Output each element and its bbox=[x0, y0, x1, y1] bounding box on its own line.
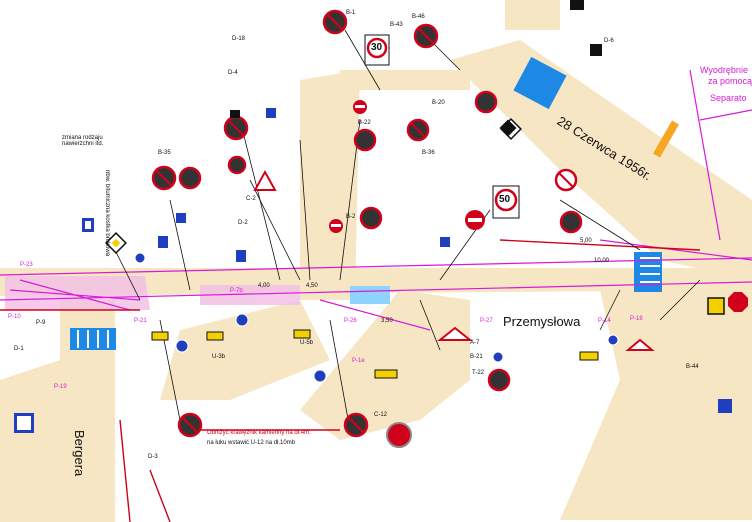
annotation-separation-3: Separato bbox=[710, 93, 747, 103]
sign-code: B-44 bbox=[686, 364, 699, 370]
sign-code: D-6 bbox=[604, 38, 614, 44]
sign-code: P-9 bbox=[36, 320, 46, 326]
annotation-asphalt: nbw. bitumiczna kostka brukowa bbox=[104, 170, 110, 257]
sign-code: P-23 bbox=[20, 262, 33, 268]
sign-code: B-36 bbox=[422, 150, 435, 156]
sign-b36-e bbox=[353, 128, 377, 152]
sign-a7-c bbox=[625, 338, 655, 351]
warning-signs bbox=[253, 169, 655, 351]
sign-d18-d bbox=[718, 399, 732, 413]
direction-signs bbox=[134, 252, 619, 383]
dimension-label: 4,00 bbox=[258, 283, 270, 289]
leader-lines bbox=[109, 29, 701, 431]
sign-d6-b bbox=[158, 236, 168, 248]
red-lines bbox=[0, 239, 701, 522]
sign-code: D-4 bbox=[228, 70, 238, 76]
sign-d18-f bbox=[266, 108, 276, 118]
sign-b36-c bbox=[474, 90, 498, 114]
sign-code: B-43 bbox=[390, 22, 403, 28]
sign-limit-50 bbox=[494, 188, 518, 212]
annotation-curb-1: Obniżyć krawężnik kamienny na dł.4m. bbox=[207, 430, 311, 436]
orange-marker bbox=[653, 120, 679, 158]
speed-limit-signs bbox=[364, 34, 578, 219]
sign-code: B-2 bbox=[346, 214, 356, 220]
sign-code: P-10 bbox=[8, 314, 21, 320]
sign-d1-c bbox=[707, 297, 725, 315]
sign-code: D-1 bbox=[14, 346, 24, 352]
crossing-center bbox=[350, 286, 390, 304]
sign-code: B-46 bbox=[412, 14, 425, 20]
annotation-separation-1: Wyodrębnie bbox=[700, 65, 748, 75]
street-label-przemyslowa: Przemysłowa bbox=[503, 314, 581, 329]
magenta-markings bbox=[0, 69, 752, 331]
pink-zone bbox=[5, 276, 300, 310]
sign-code: B-21 bbox=[470, 354, 483, 360]
sign-code: U-3b bbox=[212, 354, 226, 360]
sign-code: D-3 bbox=[148, 454, 158, 460]
barriers bbox=[151, 329, 599, 379]
sign-a7-b bbox=[437, 326, 473, 341]
sign-b36-m bbox=[359, 206, 383, 230]
dimension-label: 3,50 bbox=[381, 318, 393, 324]
dimension-label: 5,00 bbox=[580, 238, 592, 244]
sign-b36-n bbox=[227, 155, 247, 175]
sign-code: C-2 bbox=[246, 196, 256, 202]
sign-d18-e bbox=[176, 213, 186, 223]
no-entry-signs bbox=[329, 100, 485, 233]
crossing-west bbox=[70, 328, 116, 350]
sign-limit-30 bbox=[366, 37, 388, 59]
speed-limit-value: 50 bbox=[499, 194, 511, 205]
sign-b36-i bbox=[559, 210, 583, 234]
sign-code: B-1 bbox=[346, 10, 356, 16]
sign-code: P-26 bbox=[344, 318, 357, 324]
sign-code: B-22 bbox=[358, 120, 371, 126]
sign-code: U-5b bbox=[300, 340, 314, 346]
annotation-separation-2: za pomocą bbox=[708, 76, 752, 86]
sign-b36-h bbox=[178, 166, 202, 190]
sign-c12 bbox=[386, 422, 412, 448]
sign-code: D-18 bbox=[232, 36, 246, 42]
sign-code: B-35 bbox=[158, 150, 171, 156]
sign-code: P-19 bbox=[54, 384, 67, 390]
sign-code: A-7 bbox=[470, 340, 480, 346]
sign-a7-a bbox=[253, 169, 277, 191]
sign-code: P-1e bbox=[352, 358, 365, 364]
speed-limit-value: 30 bbox=[371, 42, 383, 53]
crossing-czerwca bbox=[513, 56, 567, 110]
street-label-bergera: Bergera bbox=[72, 430, 87, 477]
sign-code: P-27 bbox=[480, 318, 493, 324]
sign-code: D-2 bbox=[238, 220, 248, 226]
square-signs bbox=[230, 0, 602, 137]
annotation-curb-2: na łuku wstawić U-12 na dł.10mb bbox=[207, 440, 296, 446]
sign-b36-j bbox=[487, 368, 511, 392]
sign-code: P-14 bbox=[598, 318, 611, 324]
sign-code: T-22 bbox=[472, 370, 485, 376]
sign-d18-a bbox=[440, 237, 450, 247]
sign-code: P-18 bbox=[630, 316, 643, 322]
dimension-label: 10,00 bbox=[594, 258, 610, 264]
dimension-label: 4,50 bbox=[306, 283, 318, 289]
sign-d18-b bbox=[236, 250, 246, 262]
annotation-surface-change: zmiana rodzaju nawierzchni itd. bbox=[62, 135, 104, 147]
sign-code: B-20 bbox=[432, 100, 445, 106]
sign-code: P-7b bbox=[230, 288, 243, 294]
sign-code: P-21 bbox=[134, 318, 147, 324]
prohibition-signs bbox=[151, 9, 583, 438]
stop-sign bbox=[728, 292, 748, 312]
sign-code: C-12 bbox=[374, 412, 388, 418]
